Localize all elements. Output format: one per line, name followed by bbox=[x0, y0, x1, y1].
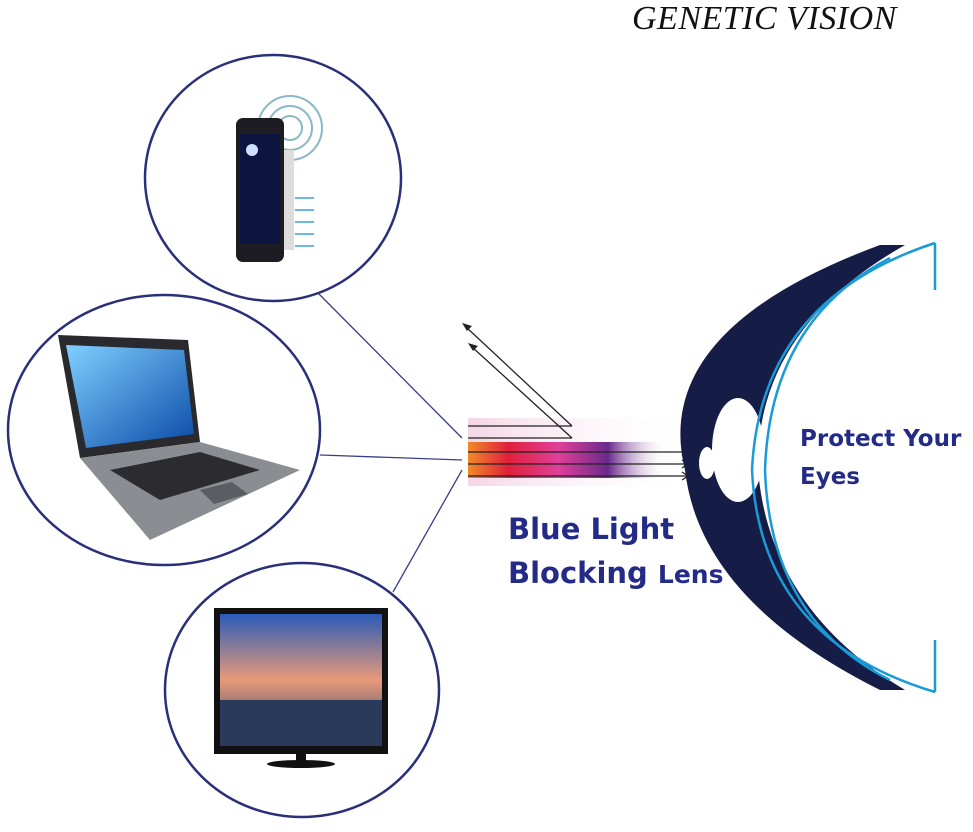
eye-cyan-outline bbox=[750, 241, 937, 694]
protect-label-line1: Protect Your bbox=[800, 426, 962, 452]
lens-label-lens: Lens bbox=[657, 560, 724, 589]
light-beam bbox=[462, 323, 698, 486]
brand-title: GENETIC VISION bbox=[632, 0, 897, 37]
television-icon bbox=[214, 608, 388, 768]
tv-circle bbox=[163, 561, 441, 819]
blue-light-arrows-icon bbox=[295, 197, 314, 247]
eye-diagram bbox=[680, 241, 937, 694]
laptop-circle bbox=[6, 293, 322, 567]
lens-label-blocking: Blocking bbox=[508, 556, 648, 590]
lens-label-line2: Blocking Lens bbox=[508, 556, 723, 590]
smartphone-icon bbox=[236, 118, 294, 262]
connector-lines bbox=[317, 292, 463, 593]
phone-circle bbox=[143, 53, 403, 303]
lens-label-line1: Blue Light bbox=[508, 512, 675, 546]
protect-label-line2: Eyes bbox=[800, 464, 860, 490]
reflected-arrowheads-icon bbox=[462, 323, 478, 351]
laptop-icon bbox=[58, 335, 300, 540]
